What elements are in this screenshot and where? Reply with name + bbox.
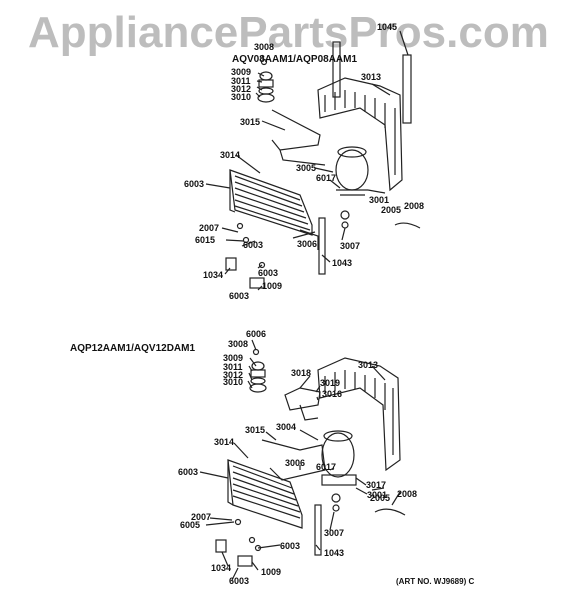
post-1043 [318, 217, 326, 275]
label-3011: 3011 [231, 76, 251, 86]
label-1043: 1043 [332, 258, 353, 268]
label-6017-b: 6017 [316, 462, 337, 472]
label-3008: 3008 [254, 42, 275, 52]
model-heading-top: AQV08AAM1/AQP08AAM1 [232, 54, 358, 65]
label-2005-b: 2005 [370, 493, 391, 503]
wire-2008 [394, 222, 421, 229]
label-3014-b: 3014 [214, 437, 235, 447]
label-1034: 1034 [203, 270, 224, 280]
label-1034-b: 1034 [211, 563, 232, 573]
label-1009-b: 1009 [261, 567, 282, 577]
label-6003-c: 6003 [258, 268, 279, 278]
label-6005-b: 6005 [180, 520, 201, 530]
label-3010-b: 3010 [223, 377, 244, 387]
label-3006-b: 3006 [285, 458, 306, 468]
upright-1045 [402, 54, 412, 124]
label-3008-b: 3008 [228, 339, 249, 349]
label-6006-b: 6006 [246, 329, 267, 339]
label-3011-b: 3011 [223, 362, 243, 372]
part-3007 [341, 221, 349, 229]
label-6003-a: 6003 [184, 179, 205, 189]
label-3015-b: 3015 [245, 425, 266, 435]
label-2007-b: 2007 [191, 512, 212, 522]
tube-3018 [284, 387, 321, 411]
watermark: AppliancePartsPros.com [28, 8, 549, 57]
label-6003-b-c: 6003 [229, 576, 250, 586]
label-6017: 6017 [316, 173, 337, 183]
coil-3014 [229, 169, 313, 236]
label-3005: 3005 [296, 163, 317, 173]
label-2008: 2008 [404, 201, 425, 211]
part-3011 [258, 79, 274, 88]
label-6003-b: 6003 [243, 240, 264, 250]
part-3010 [257, 93, 275, 103]
label-3009: 3009 [231, 67, 252, 77]
label-3004-b: 3004 [276, 422, 297, 432]
label-3019-b: 3019 [320, 378, 341, 388]
label-3016-b: 3016 [322, 389, 343, 399]
condenser-3013-b [317, 357, 401, 472]
model-heading-bottom: AQP12AAM1/AQV12DAM1 [70, 343, 196, 354]
tube-3015 [271, 109, 321, 151]
part-1034 [225, 257, 237, 271]
label-6003-b-b: 6003 [280, 541, 301, 551]
upright-left [332, 41, 341, 98]
label-3006: 3006 [297, 239, 318, 249]
label-3001-b: 3001 [367, 490, 388, 500]
label-3013: 3013 [361, 72, 382, 82]
label-3012-b: 3012 [223, 370, 244, 380]
label-2007: 2007 [199, 223, 220, 233]
label-3014: 3014 [220, 150, 241, 160]
part-3009 [259, 71, 273, 81]
label-6003-b-a: 6003 [178, 467, 199, 477]
label-3001: 3001 [369, 195, 390, 205]
compressor-3001 [335, 149, 369, 191]
label-3009-b: 3009 [223, 353, 244, 363]
label-3012: 3012 [231, 84, 252, 94]
condenser-3013 [317, 77, 403, 192]
part-1009 [249, 277, 265, 289]
label-3013-b: 3013 [358, 360, 379, 370]
label-6003-d: 6003 [229, 291, 250, 301]
label-1009: 1009 [262, 281, 283, 291]
label-3015: 3015 [240, 117, 261, 127]
label-3017-b: 3017 [366, 480, 387, 490]
label-3018-b: 3018 [291, 368, 312, 378]
label-1045: 1045 [377, 22, 398, 32]
label-3007: 3007 [340, 241, 361, 251]
label-3007-b: 3007 [324, 528, 345, 538]
label-6015: 6015 [195, 235, 216, 245]
label-2008-b: 2008 [397, 489, 418, 499]
label-1043-b: 1043 [324, 548, 345, 558]
label-2005: 2005 [381, 205, 402, 215]
art-number: (ART NO. WJ9689) C [396, 577, 475, 586]
label-3010: 3010 [231, 92, 252, 102]
